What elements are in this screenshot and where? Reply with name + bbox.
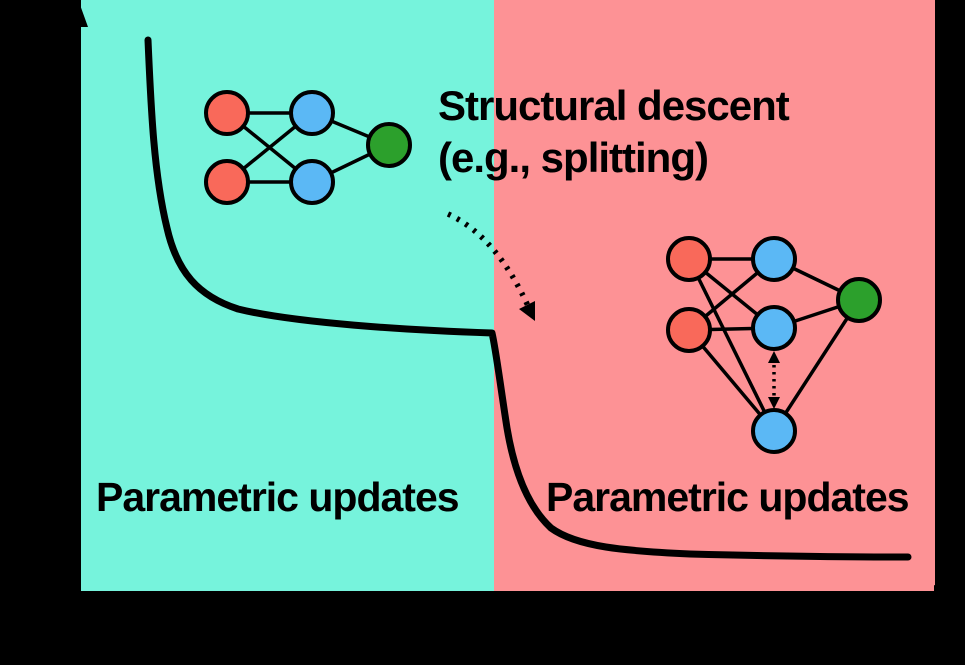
structural-descent-arrowhead-icon [519,301,535,321]
neuron-red-before [204,90,250,136]
neuron-blue-after [751,305,797,351]
network-edge-after [772,299,861,432]
network-edge-after [687,258,776,432]
structural-descent-arrow [446,211,531,308]
neuron-red-after [666,236,712,282]
neuron-blue-after [751,236,797,282]
split-arrow-head-down-icon [768,397,780,409]
structural-descent-line1: Structural descent [438,82,790,129]
neuron-red-after [666,307,712,353]
neuron-blue-before [289,90,335,136]
loss-curve [144,36,912,561]
x-axis-arrow-icon [934,585,958,603]
neuron-red-before [204,159,250,205]
neuron-green-before [366,122,412,168]
structural-descent-label: Structural descent (e.g., splitting) [438,80,790,184]
right-region-label: Parametric updates [546,474,910,520]
left-region-label: Parametric updates [96,474,460,520]
y-axis-arrow-icon [70,2,88,27]
neuron-blue-after [751,408,797,454]
structural-descent-line2: (e.g., splitting) [438,134,709,181]
neuron-blue-before [289,159,335,205]
neuron-green-after [836,277,882,323]
split-arrow-head-up-icon [768,351,780,363]
